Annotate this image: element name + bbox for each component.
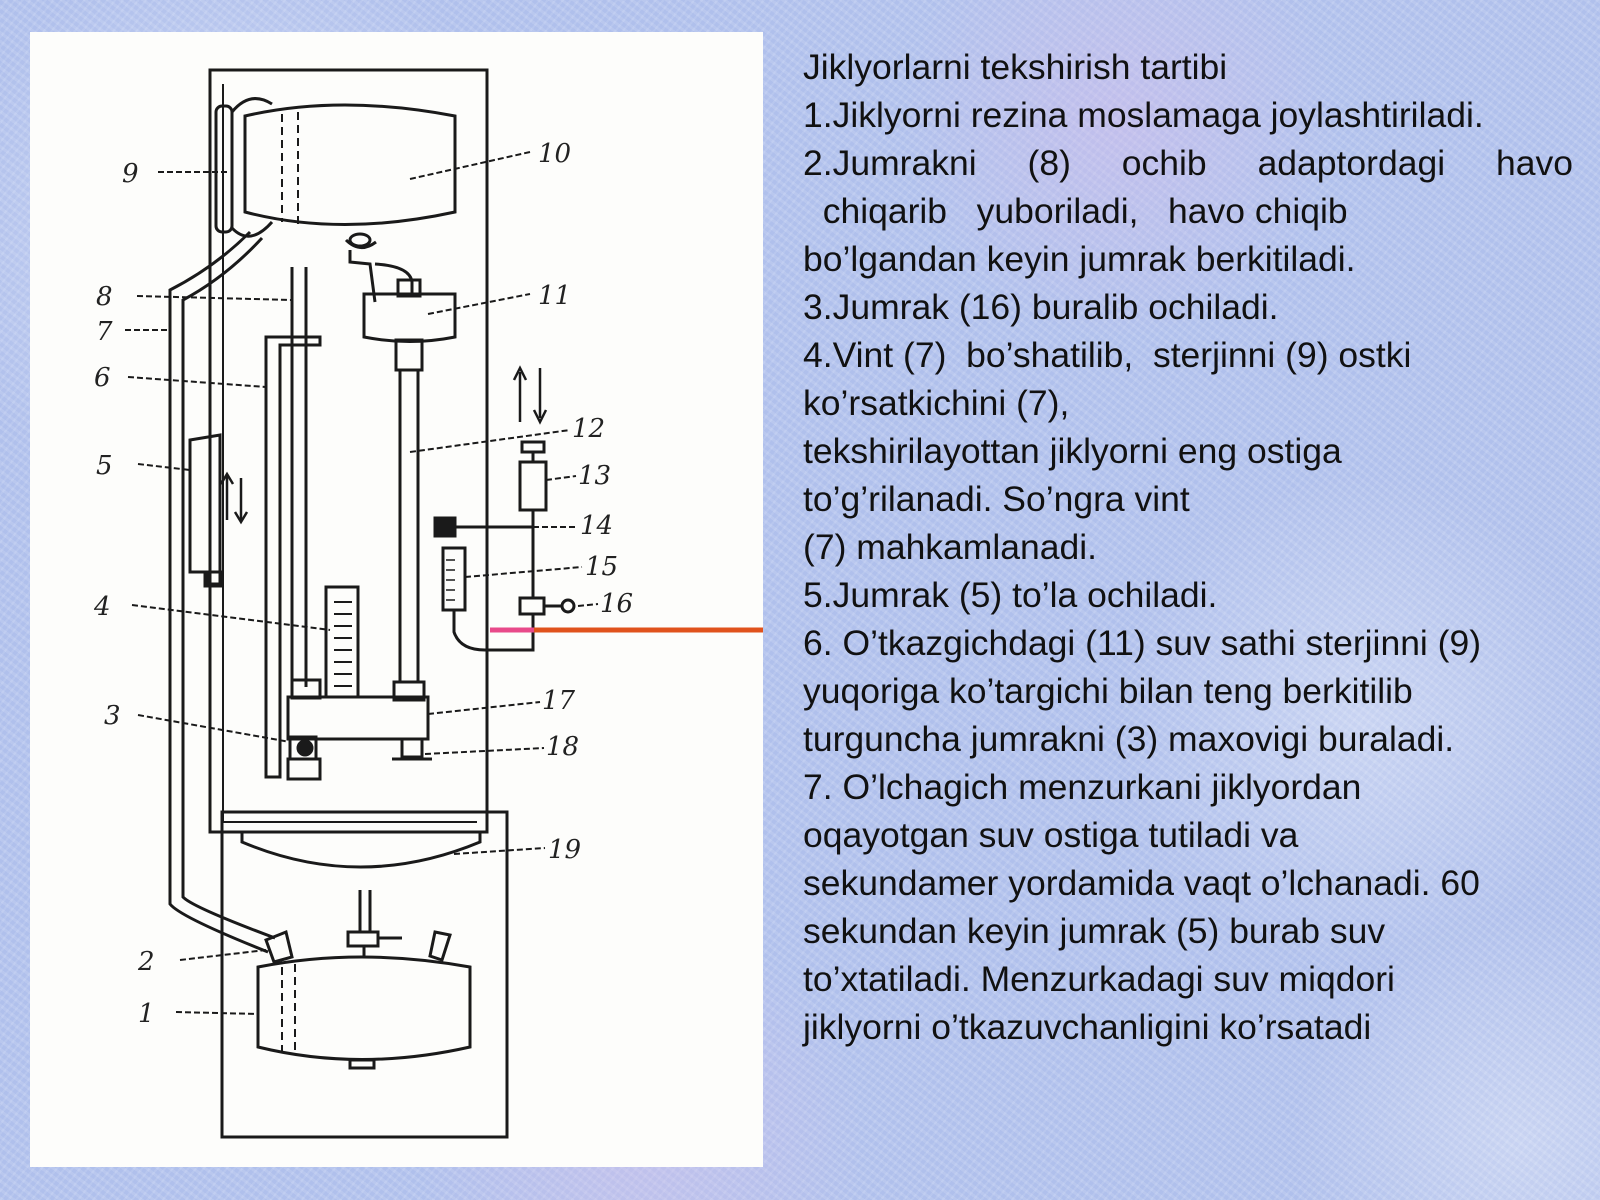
text-line: oqayotgan suv ostiga tutiladi va [803,815,1299,855]
tray [240,830,482,869]
text-word: 2.Jumrakni [803,143,977,183]
text-word: (8) [1027,143,1071,183]
label-11: 11 [538,281,571,311]
text-line: tekshirilayottan jiklyorni eng ostiga [803,431,1342,471]
text-line: 3.Jumrak (16) buralib ochiladi. [803,287,1279,327]
upper-tank [243,103,457,226]
valve-knob [433,516,457,538]
label-1: 1 [138,999,155,1029]
text-line: to’xtatiladi. Menzurkadagi suv miqdori [803,959,1395,999]
text-line: sekundamer yordamida vaqt o’lchanadi. 60 [803,863,1480,903]
text-line: chiqarib yuboriladi, havo chiqib [803,191,1348,231]
text-word: ochib [1121,143,1207,183]
text-line: 4.Vint (7) bo’shatilib, sterjinni (9) os… [803,335,1412,375]
label-15: 15 [585,552,618,582]
text-line: sekundan keyin jumrak (5) burab suv [803,911,1386,951]
label-5: 5 [96,451,113,481]
sight-glass [214,104,234,234]
adapter-chamber [362,292,457,343]
label-6: 6 [94,363,111,393]
label-13: 13 [578,461,611,491]
label-8: 8 [96,282,113,312]
text-line: to’g’rilanadi. So’ngra vint [803,479,1190,519]
label-7: 7 [96,317,113,347]
label-9: 9 [122,159,139,189]
text-line-justified: 2.Jumrakni (8) ochib adaptordagi havo [803,139,1573,187]
flow-meter-body [518,460,548,512]
text-line: 7. O’lchagich menzurkani jiklyordan [803,767,1362,807]
text-word: havo [1495,143,1573,183]
text-word: adaptordagi [1257,143,1446,183]
text-line: 1.Jiklyorni rezina moslamaga joylashtiri… [803,95,1484,135]
lower-cabinet-frame [220,810,509,1139]
scale [324,585,360,699]
text-line: yuqoriga ko’targichi bilan teng berkitil… [803,671,1413,711]
label-16: 16 [600,589,633,619]
label-18: 18 [546,732,579,762]
text-line: (7) mahkamlanadi. [803,527,1097,567]
label-19: 19 [548,835,581,865]
label-10: 10 [538,139,571,169]
label-14: 14 [580,511,613,541]
text-line: ko’rsatkichini (7), [803,383,1070,423]
procedure-text: Jiklyorlarni tekshirish tartibi 1.Jiklyo… [803,43,1573,1051]
label-2: 2 [137,947,155,977]
label-3: 3 [104,701,121,731]
text-line: 6. O’tkazgichdagi (11) suv sathi sterjin… [803,623,1482,663]
apparatus-diagram-panel: 9 10 8 11 7 6 12 5 13 14 15 16 4 17 3 18… [30,32,763,1167]
sliding-bracket [188,433,222,586]
label-12: 12 [572,414,605,444]
upper-cabinet-frame [208,68,489,834]
procedure-title: Jiklyorlarni tekshirish tartibi [803,47,1228,87]
text-line: turguncha jumrakni (3) maxovigi buraladi… [803,719,1455,759]
apparatus-diagram: 9 10 8 11 7 6 12 5 13 14 15 16 4 17 3 18… [93,68,763,1139]
text-line: 5.Jumrak (5) to’la ochiladi. [803,575,1218,615]
label-17: 17 [542,686,576,716]
base-block [286,695,430,741]
text-line: bo’lgandan keyin jumrak berkitiladi. [803,239,1356,279]
label-4: 4 [93,592,111,622]
bottom-tank [256,955,472,1061]
text-line: jiklyorni o’tkazuvchanligini ko’rsatadi [803,1007,1372,1047]
